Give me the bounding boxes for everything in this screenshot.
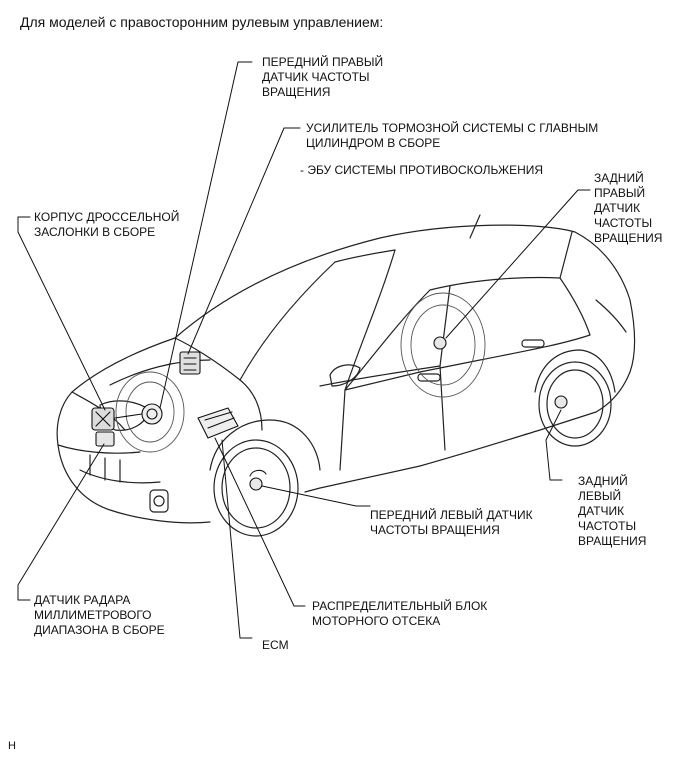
brake-booster-label: УСИЛИТЕЛЬ ТОРМОЗНОЙ СИСТЕМЫ С ГЛАВНЫМ ЦИ… [306,121,599,150]
throttle-body-part [91,407,115,431]
front-right-speed-sensor-label: ПЕРЕДНИЙ ПРАВЫЙ ДАТЧИК ЧАСТОТЫ ВРАЩЕНИЯ [262,55,384,99]
ecm-label: ECM [262,638,289,652]
front-left-speed-sensor-label: ПЕРЕДНИЙ ЛЕВЫЙ ДАТЧИК ЧАСТОТЫ ВРАЩЕНИЯ [370,508,533,537]
skid-control-ecu-label: - ЭБУ СИСТЕМЫ ПРОТИВОСКОЛЬЖЕНИЯ [300,163,544,177]
car-body [56,214,636,524]
components [91,336,568,491]
rear-right-sensor-part [433,336,447,350]
engine-junction-block-label: РАСПРЕДЕЛИТЕЛЬНЫЙ БЛОК МОТОРНОГО ОТСЕКА [312,599,488,628]
radar-sensor-part [95,431,115,447]
wheels [209,349,616,537]
figure-code: H [8,740,16,752]
rear-right-speed-sensor-label: ЗАДНИЙ ПРАВЫЙ ДАТЧИК ЧАСТОТЫ ВРАЩЕНИЯ [594,171,663,245]
throttle-body-label: КОРПУС ДРОССЕЛЬНОЙ ЗАСЛОНКИ В СБОРЕ [34,210,180,239]
engine-junction-block-part [197,407,239,439]
front-left-sensor-part [249,469,267,491]
radar-sensor-label: ДАТЧИК РАДАРА МИЛЛИМЕТРОВОГО ДИАПАЗОНА В… [34,593,165,637]
rear-left-speed-sensor-label: ЗАДНИЙ ЛЕВЫЙ ДАТЧИК ЧАСТОТЫ ВРАЩЕНИЯ [578,474,647,548]
brake-booster-part [114,403,163,425]
leader-lines [17,61,591,639]
skid-ecu-part [179,351,201,375]
page-title: Для моделей с правосторонним рулевым упр… [20,14,384,30]
ghost-wheels [115,292,486,453]
rear-left-sensor-part [554,395,568,409]
